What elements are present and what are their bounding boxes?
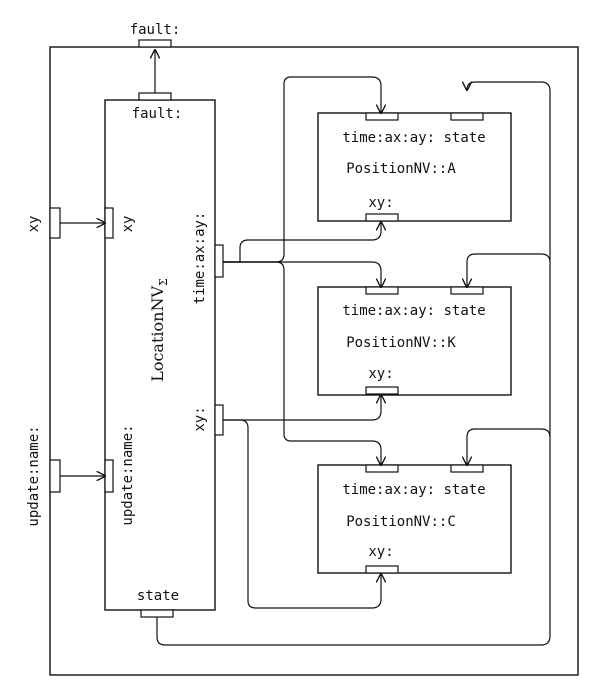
- time-to-a-xy-wire: [223, 222, 381, 263]
- position-k-time-label: time:ax:ay:: [342, 303, 435, 319]
- position-c-time-port[interactable]: [365, 464, 399, 473]
- position-c-time-label: time:ax:ay:: [342, 482, 435, 498]
- position-c-state-label: state: [444, 482, 486, 498]
- location-fault-port[interactable]: [138, 92, 172, 101]
- time-to-c-wire: [223, 261, 381, 465]
- location-state-port[interactable]: [140, 609, 174, 618]
- location-xy-out-port[interactable]: [214, 404, 224, 436]
- xy-to-c-wire: [223, 419, 381, 609]
- outer-update-label: update:name:: [26, 425, 42, 526]
- location-state-label: state: [137, 588, 179, 604]
- position-a-time-port[interactable]: [365, 112, 399, 121]
- location-title: LocationNVΣ: [148, 278, 170, 382]
- position-box-a: [317, 112, 512, 222]
- position-k-ports-label: time:ax:ay: state: [342, 303, 485, 319]
- position-k-xy-port[interactable]: [365, 386, 399, 395]
- position-a-name: PositionNV::A: [346, 161, 456, 177]
- location-update-port[interactable]: [104, 459, 114, 493]
- position-c-xy-label: xy:: [368, 544, 393, 560]
- location-fault-label: fault:: [132, 106, 183, 122]
- outer-update-port[interactable]: [49, 459, 61, 493]
- location-xy-port[interactable]: [104, 207, 114, 239]
- position-box-k: [317, 286, 512, 396]
- outer-xy-port[interactable]: [49, 207, 61, 239]
- position-k-state-label: state: [444, 303, 486, 319]
- time-to-a-wire: [223, 76, 381, 263]
- position-a-state-port[interactable]: [450, 112, 484, 121]
- position-k-xy-label: xy:: [368, 366, 393, 382]
- position-c-xy-port[interactable]: [365, 565, 399, 574]
- state-to-a-wire: [156, 82, 551, 646]
- xy-to-k-wire: [223, 395, 381, 421]
- position-c-state-port[interactable]: [450, 464, 484, 473]
- state-to-c-wire: [467, 428, 551, 465]
- position-k-name: PositionNV::K: [346, 335, 456, 351]
- outer-fault-port[interactable]: [138, 39, 172, 48]
- position-a-time-label: time:ax:ay:: [342, 130, 435, 146]
- position-k-time-port[interactable]: [365, 286, 399, 295]
- location-box: [104, 99, 216, 611]
- position-c-name: PositionNV::C: [346, 514, 456, 530]
- location-title-main: LocationNV: [148, 286, 167, 382]
- outer-xy-label: xy: [26, 216, 42, 233]
- time-to-k-wire: [223, 261, 381, 287]
- wires: [60, 50, 551, 646]
- position-k-state-port[interactable]: [450, 286, 484, 295]
- position-a-xy-port[interactable]: [365, 213, 399, 222]
- outer-fault-label: fault:: [130, 22, 181, 38]
- state-to-k-wire: [467, 253, 551, 287]
- location-time-label: time:ax:ay:: [192, 212, 208, 305]
- position-box-c: [317, 464, 512, 574]
- position-c-ports-label: time:ax:ay: state: [342, 482, 485, 498]
- location-time-port[interactable]: [214, 244, 224, 278]
- location-xy-label: xy: [120, 216, 136, 233]
- position-a-state-label: state: [444, 130, 486, 146]
- position-a-xy-label: xy:: [368, 195, 393, 211]
- location-xy-out-label: xy:: [192, 406, 208, 431]
- location-update-label: update:name:: [120, 424, 136, 525]
- position-a-ports-label: time:ax:ay: state: [342, 130, 485, 146]
- location-title-subscript: Σ: [157, 278, 170, 286]
